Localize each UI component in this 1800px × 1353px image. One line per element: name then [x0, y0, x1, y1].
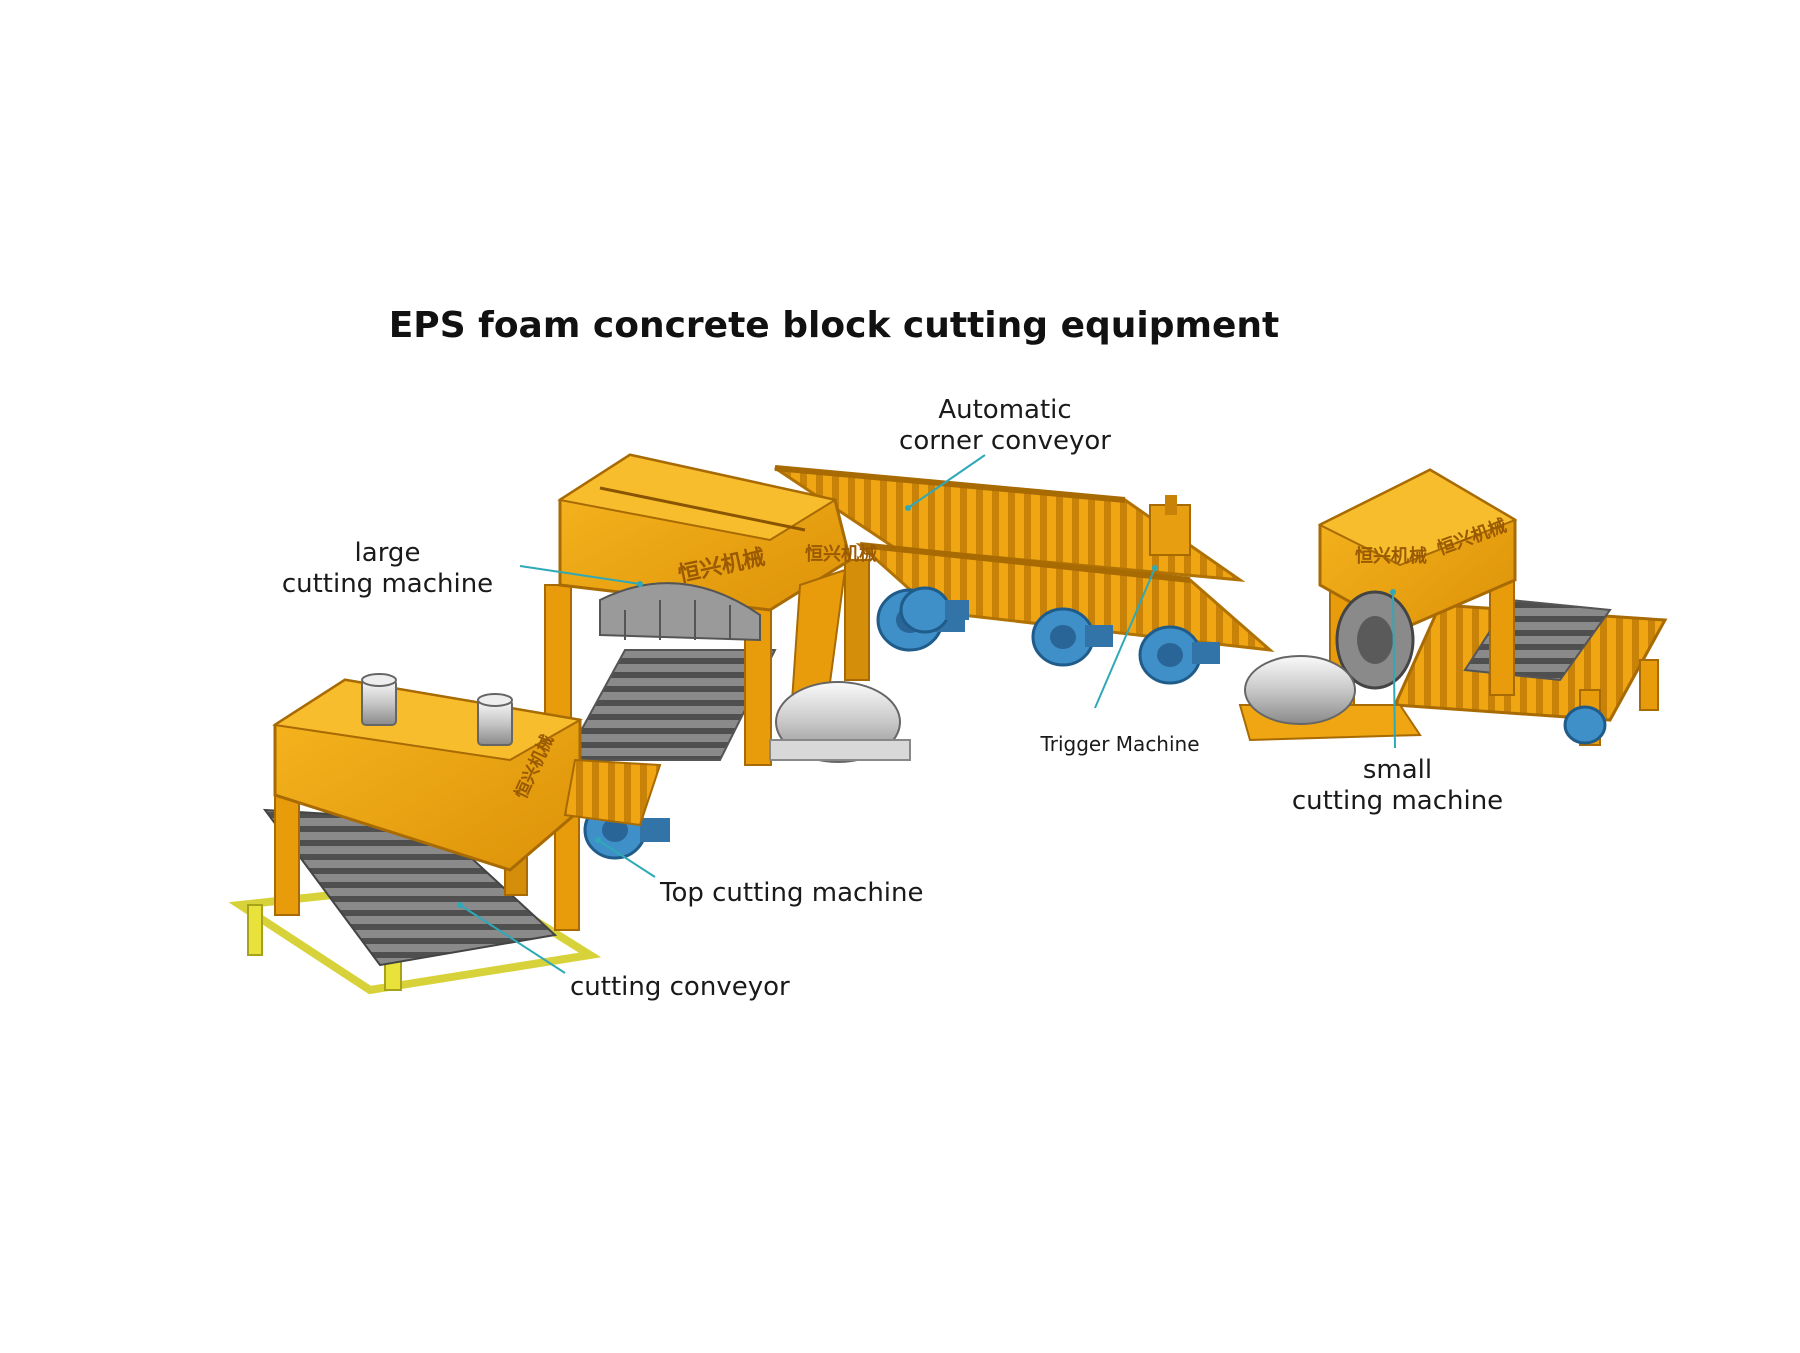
leader-lines — [459, 454, 1396, 974]
label-corner-conveyor: Automatic corner conveyor — [899, 395, 1111, 457]
label-small-cutting-machine: small cutting machine — [1291, 755, 1504, 817]
motor-unit-3 — [1138, 625, 1220, 685]
small-machine-brand: 恒兴机械 — [1355, 545, 1427, 567]
top-cutting-machine: 恒兴机械 — [228, 673, 670, 995]
label-large-cutting-machine: large cutting machine — [281, 538, 494, 600]
motor-unit-2 — [1031, 607, 1113, 667]
large-machine-brand-side: 恒兴机械 — [805, 543, 877, 565]
label-cutting-conveyor: cutting conveyor — [570, 972, 790, 1002]
diagram-title: EPS foam concrete block cutting equipmen… — [388, 305, 1280, 346]
small-cutting-machine: 恒兴机械 恒兴机械 — [1238, 468, 1668, 746]
corner-conveyor — [774, 465, 1275, 653]
leader-dots — [457, 505, 1396, 908]
label-top-cutting-machine: Top cutting machine — [660, 878, 924, 908]
label-trigger-machine: Trigger Machine — [1040, 732, 1200, 756]
